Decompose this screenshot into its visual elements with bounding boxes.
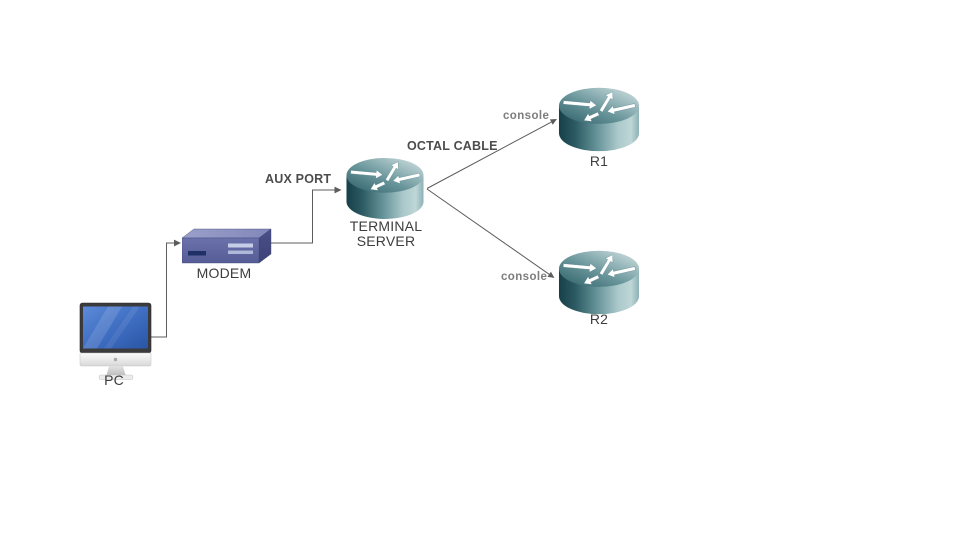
modem-slot bbox=[188, 251, 206, 256]
arrowhead-into-modem bbox=[174, 239, 181, 247]
pc-icon bbox=[79, 302, 152, 380]
r2-label: R2 bbox=[589, 311, 609, 327]
r1-router-icon bbox=[558, 87, 640, 152]
arrowhead-into-terminal-server bbox=[334, 186, 342, 194]
console-label-r2: console bbox=[501, 271, 548, 283]
r1-label: R1 bbox=[589, 153, 609, 169]
link-terminal-server-to-r2 bbox=[426, 188, 550, 275]
r2-router-icon bbox=[558, 250, 640, 315]
octal-cable-label: OCTAL CABLE bbox=[407, 139, 498, 153]
modem-stripe bbox=[228, 250, 253, 254]
arrowhead-into-r2 bbox=[547, 271, 555, 278]
terminal-server-icon bbox=[346, 157, 424, 219]
link-modem-to-terminal-server bbox=[271, 189, 335, 244]
terminal-server-label: TERMINAL SERVER bbox=[349, 218, 423, 249]
link-terminal-server-to-r1 bbox=[426, 121, 552, 189]
console-label-r1: console bbox=[503, 110, 550, 122]
modem-stripe bbox=[228, 243, 253, 248]
modem-label: MODEM bbox=[196, 265, 252, 281]
pc-chin-dot bbox=[113, 357, 118, 362]
modem-icon bbox=[182, 228, 272, 264]
pc-label: PC bbox=[104, 372, 124, 388]
arrowhead-into-r1 bbox=[549, 119, 557, 125]
aux-port-label: AUX PORT bbox=[265, 172, 332, 186]
